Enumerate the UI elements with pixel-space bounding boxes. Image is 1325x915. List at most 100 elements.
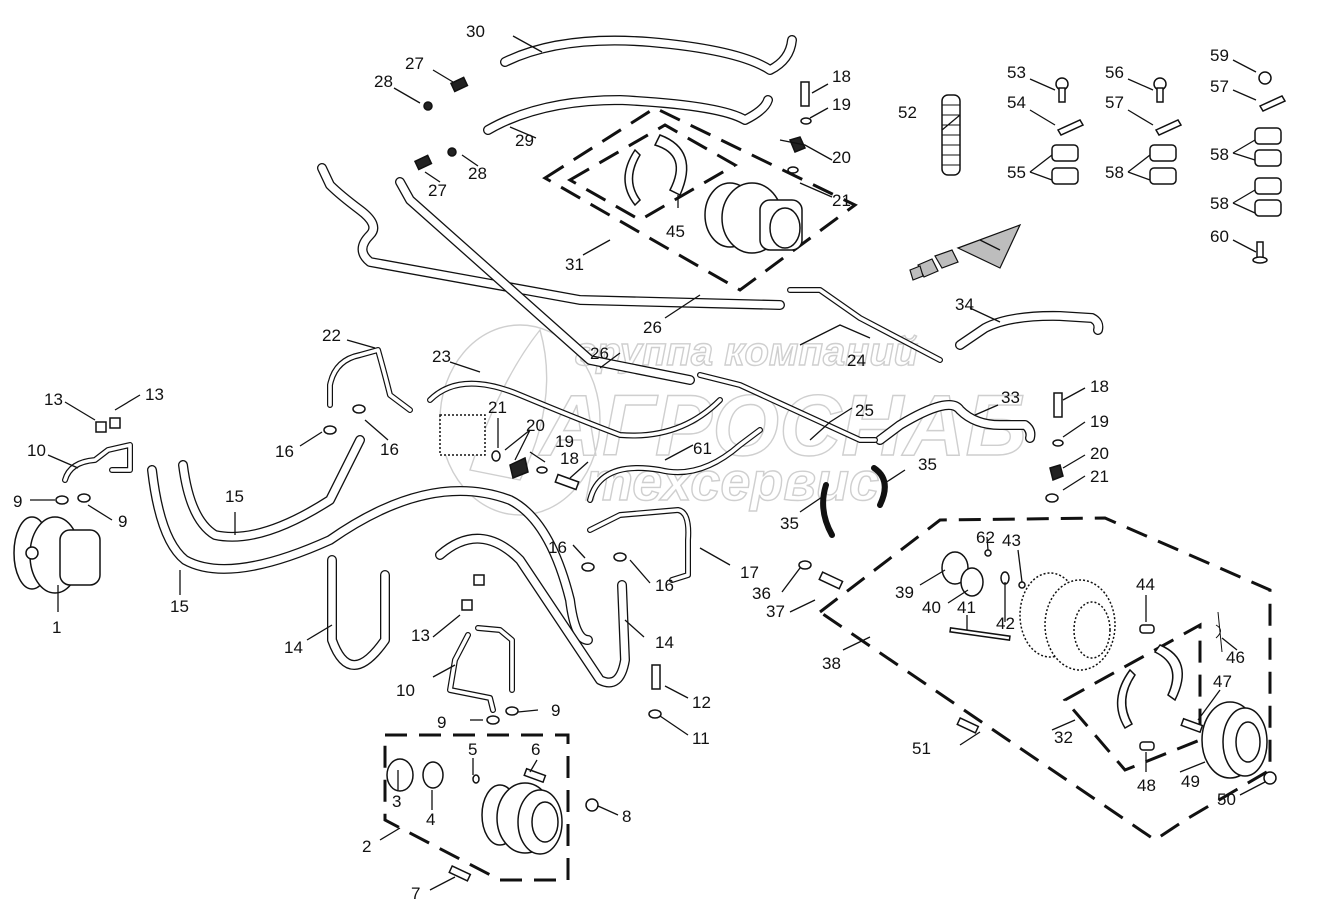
callout-9: 9: [551, 701, 560, 720]
washer-19-icon: [1052, 439, 1064, 447]
callout-27: 27: [428, 181, 447, 200]
callout-20: 20: [832, 148, 851, 167]
callout-11: 11: [692, 729, 710, 748]
pipe-10-left: [62, 442, 133, 483]
callout-30: 30: [466, 22, 485, 41]
callout-33: 33: [1001, 388, 1020, 407]
callout-61: 61: [693, 439, 712, 458]
callout-29: 29: [515, 131, 534, 150]
callout-5: 5: [468, 740, 477, 759]
nut-59-icon: [1258, 71, 1272, 85]
callout-43: 43: [1002, 531, 1021, 550]
callout-18: 18: [1090, 377, 1109, 396]
washer-16-icon: [581, 562, 595, 572]
callout-24: 24: [847, 351, 866, 370]
callout-1: 1: [52, 618, 61, 637]
o-ring-40-icon: [960, 567, 984, 597]
clamp-55-icon: [1051, 144, 1079, 185]
fitting-13-icon: [95, 421, 107, 433]
callout-18: 18: [832, 67, 851, 86]
seal-28-icon: [423, 101, 433, 111]
watermark-line3: техсервис: [585, 452, 879, 512]
callout-10: 10: [27, 441, 46, 460]
callout-58: 58: [1105, 163, 1124, 182]
washer-16-icon: [352, 404, 366, 414]
callout-21: 21: [1090, 467, 1109, 486]
callout-19: 19: [1090, 412, 1109, 431]
seal-5-icon: [472, 774, 480, 784]
seal-43-icon: [1018, 581, 1026, 589]
bolt-18-icon: [554, 473, 580, 491]
callout-8: 8: [622, 807, 631, 826]
callout-21: 21: [488, 398, 507, 417]
seal-62-icon: [984, 549, 992, 557]
callout-13: 13: [44, 390, 63, 409]
callout-41: 41: [957, 598, 976, 617]
callout-36: 36: [752, 584, 771, 603]
callout-34: 34: [955, 295, 974, 314]
washer-36-icon: [798, 560, 812, 570]
callout-59: 59: [1210, 46, 1229, 65]
callout-26: 26: [590, 344, 609, 363]
bolt-18-icon: [1053, 392, 1063, 418]
bolt-37-icon: [818, 571, 844, 590]
callout-18: 18: [560, 449, 579, 468]
bolt-6-icon: [523, 767, 547, 784]
callout-25: 25: [855, 401, 874, 420]
cylinder-44-icon: [1139, 624, 1155, 634]
seal-9-icon: [55, 495, 69, 505]
bolt-7-icon: [448, 865, 472, 882]
callout-40: 40: [922, 598, 941, 617]
adapter-27-icon: [413, 154, 433, 171]
callout-38: 38: [822, 654, 841, 673]
callout-3: 3: [392, 792, 401, 811]
cover-3-icon: [386, 758, 414, 792]
callout-28: 28: [468, 164, 487, 183]
callout-32: 32: [1054, 728, 1073, 747]
plate-57-icon: [1258, 95, 1287, 112]
bolt-56-icon: [1153, 77, 1167, 103]
callout-52: 52: [898, 103, 917, 122]
callout-46: 46: [1226, 648, 1245, 667]
callout-14: 14: [655, 633, 674, 652]
callout-49: 49: [1181, 772, 1200, 791]
watermark: группа компаний АГРОСНАБ техсервис: [439, 324, 1027, 516]
clamp-58-icon: [1149, 144, 1177, 185]
callout-9: 9: [437, 713, 446, 732]
callout-16: 16: [275, 442, 294, 461]
washer-19-icon: [536, 466, 548, 474]
washer-21-icon: [1045, 493, 1059, 503]
callout-9: 9: [118, 512, 127, 531]
watermark-line2: АГРОСНАБ: [538, 378, 1026, 474]
callout-39: 39: [895, 583, 914, 602]
callout-19: 19: [555, 432, 574, 451]
callout-35: 35: [918, 455, 937, 474]
spiral-guard-52-icon: [941, 94, 961, 176]
callout-51: 51: [912, 739, 931, 758]
callout-44: 44: [1136, 575, 1155, 594]
callout-58: 58: [1210, 194, 1229, 213]
callout-12: 12: [692, 693, 711, 712]
callout-14: 14: [284, 638, 303, 657]
assembly-box-31: [542, 106, 858, 292]
callout-23: 23: [432, 347, 451, 366]
travel-motor-2-icon: [481, 782, 563, 855]
clamp-58-icon: [1254, 127, 1282, 167]
callout-17: 17: [740, 563, 759, 582]
callout-20: 20: [1090, 444, 1109, 463]
nut-50-icon: [1263, 771, 1277, 785]
callout-13: 13: [411, 626, 430, 645]
pin-41-icon: [949, 626, 1011, 642]
hose-15-long: [147, 465, 593, 645]
callout-57: 57: [1210, 77, 1229, 96]
washer-16-icon: [323, 425, 337, 435]
fitting-13-icon: [473, 574, 485, 586]
callout-47: 47: [1213, 672, 1232, 691]
hoses: [62, 35, 1104, 713]
valve-block-icon: [439, 414, 486, 456]
seal-9-icon: [486, 715, 500, 725]
callout-15: 15: [170, 597, 189, 616]
callout-16: 16: [548, 538, 567, 557]
assembly-box-38: [817, 516, 1272, 842]
